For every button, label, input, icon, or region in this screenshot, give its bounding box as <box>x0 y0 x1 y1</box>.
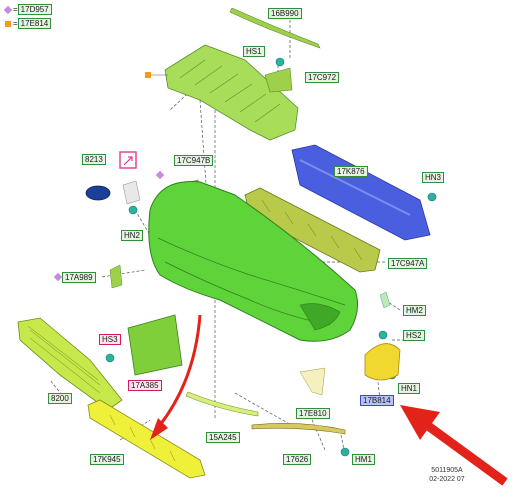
reference-block: 5011905A 02-2022 07 <box>422 466 472 484</box>
label-15a245[interactable]: 15A245 <box>206 432 240 443</box>
label-17a989[interactable]: 17A989 <box>62 272 96 283</box>
square-marker-icon <box>5 20 11 27</box>
ford-emblem-8213 <box>85 185 111 201</box>
label-hn3[interactable]: HN3 <box>422 172 445 183</box>
bumper-cover-17757 <box>148 181 359 342</box>
label-17626[interactable]: 17626 <box>283 454 312 465</box>
orange-marker-square <box>145 72 151 78</box>
clip-hn3 <box>427 192 437 202</box>
diamond-marker-icon <box>3 5 13 15</box>
trim-17626 <box>251 423 346 435</box>
reference-code: 5011905A <box>431 467 463 474</box>
trim-15a245 <box>185 391 259 417</box>
label-hs1[interactable]: HS1 <box>243 46 265 57</box>
legend-row-square: =17E814 <box>5 18 52 29</box>
label-hs3[interactable]: HS3 <box>99 334 121 345</box>
trim-17e810 <box>299 367 326 396</box>
plate-bracket-17a385 <box>127 314 183 376</box>
label-hn1[interactable]: HN1 <box>398 383 421 394</box>
clip-hs1 <box>275 57 285 67</box>
legend-diamond-code: 17D957 <box>17 4 52 15</box>
purple-marker-diamond <box>155 170 165 180</box>
label-hm1[interactable]: HM1 <box>352 454 375 465</box>
red-arrow-left <box>150 314 202 440</box>
label-17e810[interactable]: 17E810 <box>296 408 330 419</box>
label-17c947b[interactable]: 17C947B <box>174 155 214 166</box>
upper-absorber-part <box>164 44 299 141</box>
label-16b990[interactable]: 16B990 <box>268 8 302 19</box>
clip-hn2 <box>128 205 138 215</box>
red-arrow-right <box>400 405 508 486</box>
label-17c972[interactable]: 17C972 <box>305 72 340 83</box>
label-17b814[interactable]: 17B814 <box>360 395 394 406</box>
lower-grille-17k945 <box>87 399 206 479</box>
purple-marker-diamond-2 <box>53 272 63 282</box>
label-hs2[interactable]: HS2 <box>403 330 425 341</box>
label-hn2[interactable]: HN2 <box>121 230 144 241</box>
reinforcement-bar-17k876 <box>291 144 431 241</box>
label-17a385[interactable]: 17A385 <box>128 380 162 391</box>
label-hm2[interactable]: HM2 <box>403 305 426 316</box>
label-17c947a[interactable]: 17C947A <box>388 258 428 269</box>
clip-hm1 <box>340 447 350 457</box>
clip-hs3 <box>105 353 115 363</box>
label-17k945[interactable]: 17K945 <box>90 454 124 465</box>
label-17k876[interactable]: 17K876 <box>334 166 368 177</box>
fog-lamp-bezel-17b814 <box>364 343 401 381</box>
reference-arrow-icon <box>119 151 137 169</box>
legend-square-code: 17E814 <box>17 18 52 29</box>
trim-strip-16b990 <box>229 7 321 49</box>
label-8200[interactable]: 8200 <box>48 393 72 404</box>
emblem-bracket <box>122 180 141 205</box>
grille-8200 <box>17 317 123 411</box>
reference-date: 02-2022 07 <box>429 476 465 483</box>
legend-row-diamond: =17D957 <box>3 4 52 15</box>
bracket-17c972 <box>264 67 293 93</box>
label-8213[interactable]: 8213 <box>82 154 106 165</box>
clip-hs2 <box>378 330 388 340</box>
